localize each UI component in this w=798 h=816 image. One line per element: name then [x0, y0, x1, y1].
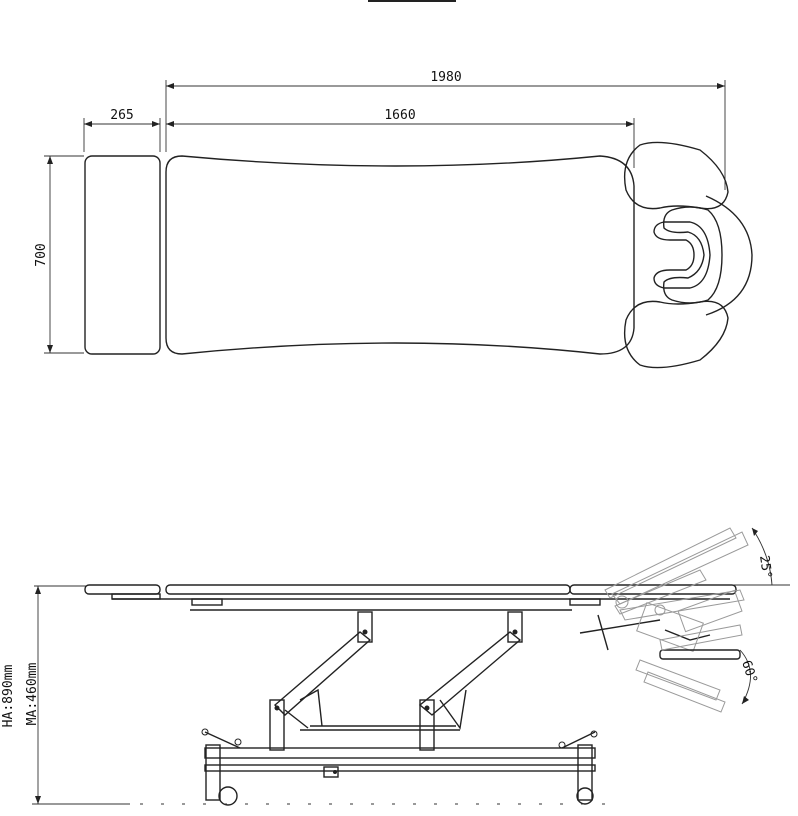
max-height-label: HA:890mm	[1, 665, 16, 728]
min-height-label: MA:460mm	[25, 663, 40, 726]
backrest-tilt-positions	[579, 527, 749, 652]
side-view: HA:890mm MA:460mm	[1, 527, 790, 806]
base-frame	[140, 728, 620, 806]
angle-annotation-headrest: 60°	[738, 649, 760, 705]
dimension-height: HA:890mm MA:460mm	[1, 585, 130, 805]
dimension-body-section: 1660	[166, 108, 635, 168]
castor-right	[576, 787, 594, 805]
lift-frame	[269, 611, 523, 751]
foot-cushion	[84, 155, 161, 355]
dimension-label-265: 265	[110, 108, 133, 123]
headrest-top-view	[623, 141, 753, 369]
headrest-tilt-positions	[635, 624, 743, 713]
headrest-angle-label: 60°	[738, 659, 760, 686]
body-cushion	[165, 155, 635, 355]
side-body-cushion	[165, 584, 571, 595]
dimension-label-1980: 1980	[430, 70, 461, 85]
backrest-angle-label: 25°	[756, 554, 774, 579]
dimension-overall-length: 1980	[165, 70, 726, 190]
angle-annotation-backrest: 25°	[698, 527, 790, 586]
cropped-title-fragment	[368, 0, 456, 2]
side-back-cushion	[569, 584, 737, 595]
top-view: 1980 265 1660 700	[34, 70, 753, 369]
dimension-label-1660: 1660	[384, 108, 415, 123]
dimension-label-700: 700	[34, 243, 49, 266]
dimension-width: 700	[34, 155, 84, 354]
dimension-head-section: 265	[83, 108, 161, 152]
side-foot-cushion	[84, 584, 161, 595]
castor-left	[218, 786, 238, 806]
